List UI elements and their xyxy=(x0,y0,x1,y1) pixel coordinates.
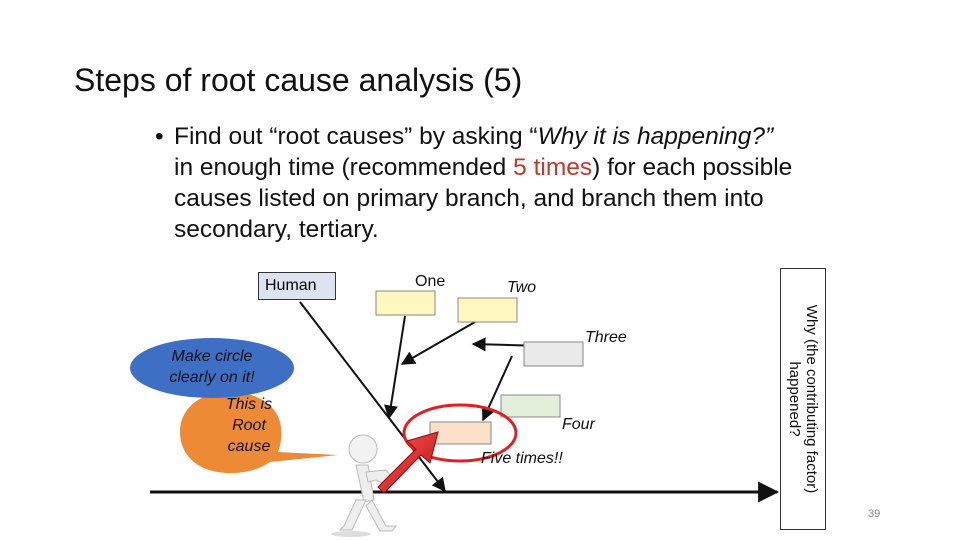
cause-box-five xyxy=(429,421,492,445)
bullet-part-4: ) for each possible causes listed on pri… xyxy=(174,154,793,243)
red-arrow-icon xyxy=(377,431,439,494)
side-label-text: Why (the contributing factor) happened? xyxy=(786,304,820,494)
primary-branch xyxy=(299,301,446,493)
cause-box-two xyxy=(457,297,518,323)
root-cause-highlight xyxy=(402,403,518,463)
bullet-body: Find out “root causes” by asking “Why it… xyxy=(155,121,795,245)
bullet-red-word: times xyxy=(533,154,593,181)
cause-box-four xyxy=(500,394,561,418)
bullet-part-1: Find out “root causes” by asking “ xyxy=(174,123,538,150)
label-four: Four xyxy=(562,416,595,433)
bullet-text: • Find out “root causes” by asking “Why … xyxy=(155,121,795,245)
label-three: Three xyxy=(585,329,627,346)
bullet-italic: Why it is happening?” xyxy=(537,123,774,150)
slide-title: Steps of root cause analysis (5) xyxy=(74,62,523,98)
label-five-times: Five times!! xyxy=(481,450,563,467)
page-number: 39 xyxy=(868,508,881,520)
bullet-part-2: in enough time (recommended xyxy=(174,154,514,181)
callout-orange-text: This is Root cause xyxy=(225,396,273,455)
side-label-box xyxy=(780,268,826,530)
callout-blue-text: Make circle clearly on it! xyxy=(169,348,255,386)
label-one: One xyxy=(415,273,446,290)
arrow-one xyxy=(384,315,406,420)
cause-box-three xyxy=(523,341,584,367)
primary-cause-human: Human xyxy=(258,272,336,300)
cause-box-one xyxy=(375,290,436,316)
label-two: Two xyxy=(507,279,537,296)
arrow-two xyxy=(400,321,476,365)
callout-orange-shape xyxy=(180,392,338,473)
callout-blue-shape xyxy=(130,338,294,398)
bullet-dot: • xyxy=(155,123,164,150)
bullet-red-number: 5 xyxy=(513,154,527,181)
stick-figure-icon xyxy=(331,434,398,537)
